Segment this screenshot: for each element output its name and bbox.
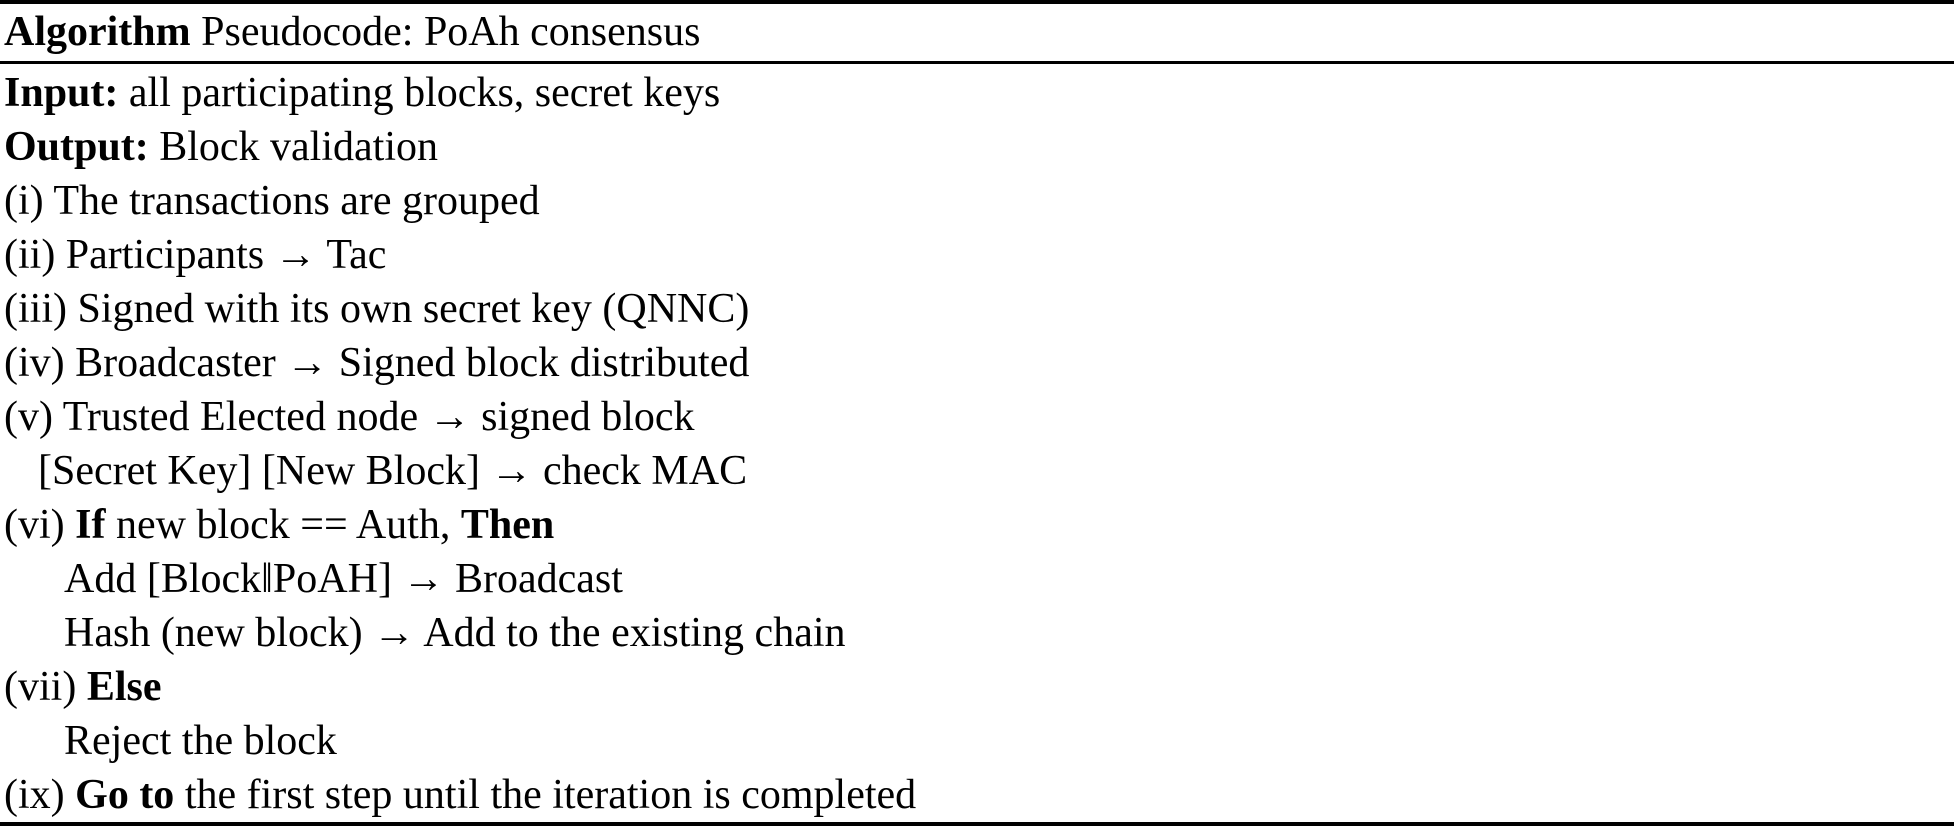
pseudocode-keyword: Else [86,664,162,710]
pseudocode-text: (v) Trusted Elected node → signed block [4,394,695,440]
pseudocode-line: (vi) If new block == Auth, Then [4,498,1954,552]
pseudocode-text: [Secret Key] [New Block] → check MAC [38,448,748,494]
pseudocode-keyword: Go to [75,772,175,818]
pseudocode-line: (i) The transactions are grouped [4,174,1954,228]
pseudocode-text: (vii) [4,664,87,710]
pseudocode-line: (vii) Else [4,660,1954,714]
pseudocode-text: (iii) Signed with its own secret key (QN… [4,286,750,332]
pseudocode-keyword: Output: [4,124,149,170]
pseudocode-line: Reject the block [4,714,1954,768]
pseudocode-text: Hash (new block) → Add to the existing c… [64,610,846,656]
pseudocode-line: Hash (new block) → Add to the existing c… [4,606,1954,660]
pseudocode-keyword: Input: [4,70,119,116]
pseudocode-text: Add [Block‖PoAH] → Broadcast [64,556,623,602]
pseudocode-line: Add [Block‖PoAH] → Broadcast [4,552,1954,606]
pseudocode-line: Input: all participating blocks, secret … [4,66,1954,120]
pseudocode-line: Output: Block validation [4,120,1954,174]
pseudocode-line: (v) Trusted Elected node → signed block [4,390,1954,444]
bottom-rule [0,822,1954,826]
algorithm-title: Pseudocode: PoAh consensus [190,9,701,55]
pseudocode-line: (iii) Signed with its own secret key (QN… [4,282,1954,336]
pseudocode-keyword: If [75,502,106,548]
algorithm-body: Input: all participating blocks, secret … [4,66,1954,822]
algorithm-keyword: Algorithm [4,9,191,55]
pseudocode-text: (ix) [4,772,76,818]
pseudocode-text: all participating blocks, secret keys [118,70,721,116]
top-rule [0,0,1954,4]
pseudocode-line: [Secret Key] [New Block] → check MAC [4,444,1954,498]
algorithm-header: Algorithm Pseudocode: PoAh consensus [4,7,700,57]
pseudocode-text: Block validation [148,124,438,170]
pseudocode-text: new block == Auth, [105,502,461,548]
pseudocode-line: (iv) Broadcaster → Signed block distribu… [4,336,1954,390]
pseudocode-text: (vi) [4,502,76,548]
pseudocode-text: (i) The transactions are grouped [4,178,540,224]
pseudocode-text: the first step until the iteration is co… [174,772,917,818]
header-rule [0,61,1954,64]
pseudocode-line: (ii) Participants → Tac [4,228,1954,282]
pseudocode-text: (iv) Broadcaster → Signed block distribu… [4,340,750,386]
pseudocode-keyword: Then [460,502,555,548]
pseudocode-text: Reject the block [64,718,337,764]
pseudocode-text: (ii) Participants → Tac [4,232,387,278]
pseudocode-line: (ix) Go to the first step until the iter… [4,768,1954,822]
